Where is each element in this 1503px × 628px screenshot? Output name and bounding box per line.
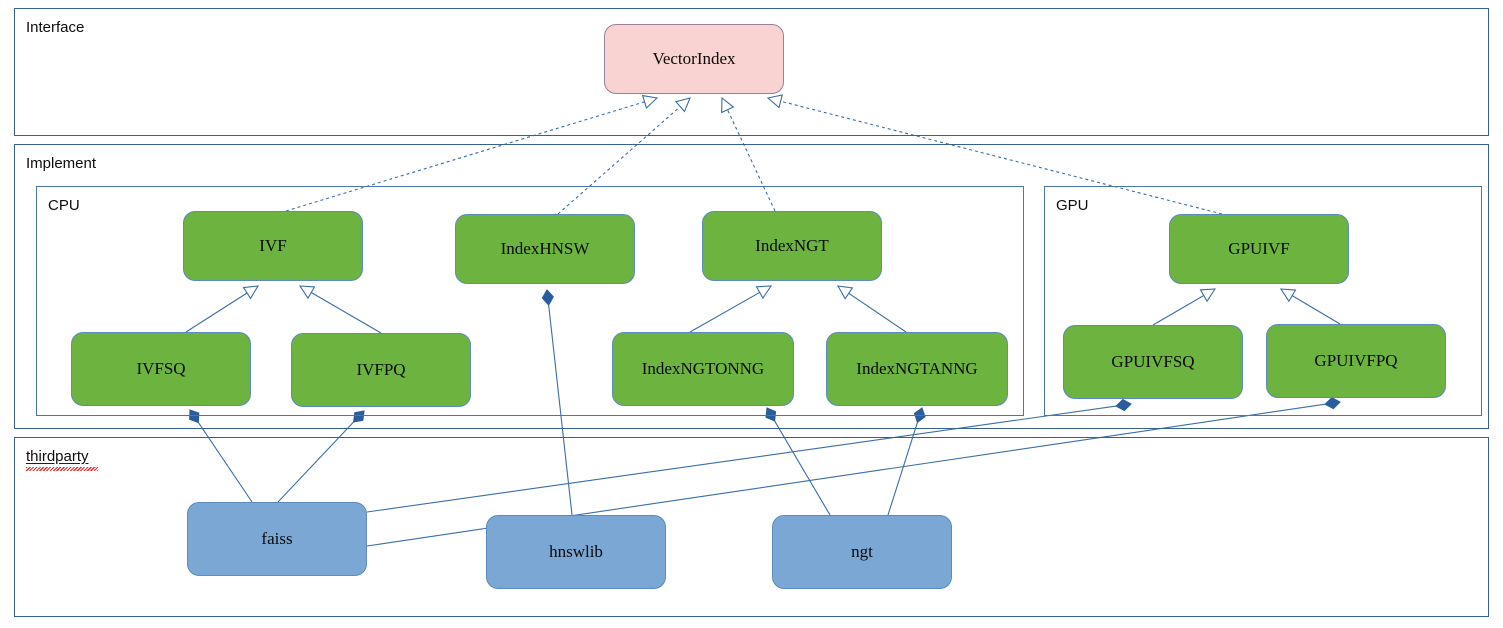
spellcheck-underline-thirdparty [26,467,98,471]
group-label-cpu: CPU [48,197,80,214]
group-label-thirdparty: thirdparty [26,448,89,465]
group-thirdparty [14,437,1489,617]
group-interface [14,8,1489,136]
node-indexngt[interactable]: IndexNGT [702,211,882,281]
group-implement [14,144,1489,429]
node-hnswlib[interactable]: hnswlib [486,515,666,589]
group-cpu [36,186,1024,416]
node-ivfpq[interactable]: IVFPQ [291,333,471,407]
node-faiss[interactable]: faiss [187,502,367,576]
node-indexngtonng[interactable]: IndexNGTONNG [612,332,794,406]
node-gpuivf[interactable]: GPUIVF [1169,214,1349,284]
group-label-interface: Interface [26,19,85,36]
node-ngt[interactable]: ngt [772,515,952,589]
node-ivf[interactable]: IVF [183,211,363,281]
node-indexngtanng[interactable]: IndexNGTANNG [826,332,1008,406]
group-label-implement: Implement [26,155,97,172]
node-indexhnsw[interactable]: IndexHNSW [455,214,635,284]
node-gpuivfsq[interactable]: GPUIVFSQ [1063,325,1243,399]
node-ivfsq[interactable]: IVFSQ [71,332,251,406]
group-label-gpu: GPU [1056,197,1089,214]
node-vectorindex[interactable]: VectorIndex [604,24,784,94]
group-gpu [1044,186,1482,416]
node-gpuivfpq[interactable]: GPUIVFPQ [1266,324,1446,398]
